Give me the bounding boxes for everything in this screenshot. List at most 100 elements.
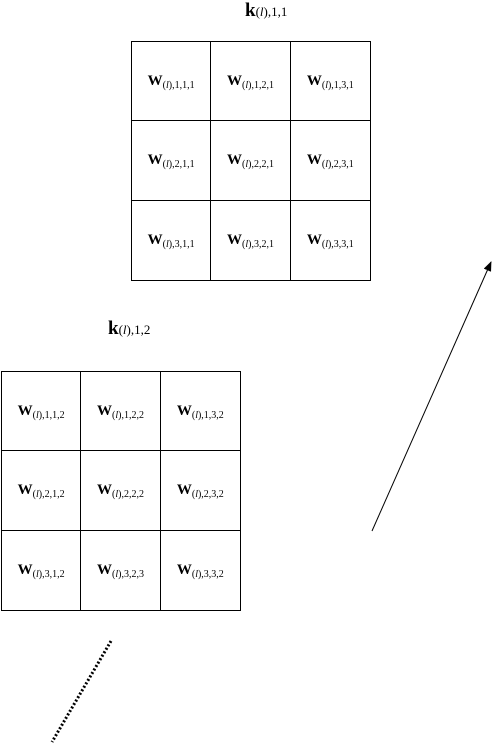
subscript-rest: ),2,3,1	[327, 158, 354, 170]
subscript-rest: ),3,2,3	[118, 568, 144, 580]
subscript-open: (	[112, 488, 116, 500]
subscript-open: (	[321, 238, 326, 250]
kernel-1-title-rest: ),1,1	[263, 4, 288, 19]
subscript-rest: ),1,3,1	[327, 79, 354, 91]
weight-subscript: (l),1,1,2	[33, 410, 65, 421]
subscript-open: (	[112, 568, 116, 580]
subscript-open: (	[32, 568, 37, 580]
weight-subscript: (l),1,2,1	[242, 80, 274, 91]
weight-subscript: (l),2,2,1	[242, 159, 274, 170]
weight-symbol: W	[97, 402, 112, 419]
kernel-1-cell: W(l),3,1,1	[132, 200, 212, 280]
weight-subscript: (l),2,1,2	[33, 489, 65, 500]
kernel-1-cell: W(l),2,2,1	[211, 121, 291, 201]
subscript-italic: l	[325, 238, 328, 250]
kernel-1-title-subscript: (l),1,1	[256, 4, 288, 19]
weight-symbol: W	[227, 231, 242, 248]
kernel-2-cell: W(l),2,2,2	[81, 451, 161, 531]
subscript-rest: ),1,2,1	[248, 79, 274, 91]
kernel-2-cell: W(l),1,1,2	[2, 372, 82, 452]
subscript-open: (	[112, 409, 116, 421]
weight-subscript: (l),1,3,1	[322, 80, 354, 91]
subscript-italic: l	[36, 488, 39, 500]
weight-symbol: W	[17, 481, 33, 498]
kernel-2-cell: W(l),2,1,2	[2, 451, 82, 531]
weight-symbol: W	[147, 151, 163, 168]
subscript-open: (	[242, 79, 246, 91]
subscript-open: (	[162, 79, 167, 91]
subscript-italic: l	[195, 488, 198, 500]
weight-subscript: (l),3,1,1	[163, 239, 195, 250]
subscript-rest: ),1,2,2	[118, 409, 144, 421]
weight-symbol: W	[176, 402, 192, 419]
subscript-rest: ),1,1,2	[38, 409, 65, 421]
kernel-2-title-subscript: (l),1,2	[119, 322, 151, 337]
kernel-1-cell: W(l),3,3,1	[291, 201, 370, 280]
subscript-rest: ),2,1,2	[38, 488, 65, 500]
weight-subscript: (l),2,2,2	[112, 489, 144, 500]
kernel-2-grid: W(l),1,1,2 W(l),1,2,2 W(l),1,3,2 W(l),2,…	[1, 371, 241, 611]
kernel-2-cell: W(l),3,3,2	[161, 531, 240, 610]
subscript-rest: ),1,1,1	[168, 79, 195, 91]
subscript-italic: l	[115, 488, 119, 500]
kernel-2-cell: W(l),1,3,2	[160, 372, 240, 452]
weight-symbol: W	[97, 561, 112, 578]
weight-symbol: W	[97, 481, 112, 498]
subscript-open: (	[242, 158, 246, 170]
kernel-1-cell: W(l),1,1,1	[132, 42, 212, 122]
weight-symbol: W	[176, 561, 192, 578]
weight-symbol: W	[306, 72, 322, 89]
subscript-italic: l	[245, 158, 249, 170]
weight-symbol: W	[147, 72, 163, 89]
kernel-1-cell: W(l),1,3,1	[290, 42, 370, 122]
weight-symbol: W	[176, 481, 192, 498]
subscript-rest: ),1,3,2	[197, 409, 224, 421]
subscript-open: (	[32, 409, 37, 421]
kernel-2-title: k(l),1,2	[108, 318, 150, 340]
kernel-2-cell: W(l),1,2,2	[81, 372, 161, 452]
subscript-open: (	[191, 568, 196, 580]
subscript-italic: l	[166, 238, 169, 250]
weight-symbol: W	[227, 72, 242, 89]
subscript-italic: l	[166, 158, 169, 170]
kernel-1-title-symbol: k	[245, 0, 256, 21]
weight-symbol: W	[306, 231, 322, 248]
subscript-open: (	[162, 158, 167, 170]
weight-subscript: (l),3,3,1	[322, 239, 354, 250]
weight-symbol: W	[17, 402, 33, 419]
subscript-rest: ),2,3,2	[197, 488, 224, 500]
subscript-rest: ),3,1,2	[38, 568, 65, 580]
subscript-rest: ),3,1,1	[168, 238, 195, 250]
kernel-2-title-rest: ),1,2	[126, 322, 151, 337]
subscript-italic: l	[195, 409, 198, 421]
weight-symbol: W	[306, 151, 322, 168]
kernel-1-title-italic: l	[259, 4, 264, 19]
arrow-line	[371, 261, 492, 532]
kernel-2-cell: W(l),2,3,2	[160, 451, 240, 531]
subscript-rest: ),3,2,1	[248, 238, 274, 250]
subscript-open: (	[191, 488, 196, 500]
kernel-1-cell: W(l),3,2,1	[211, 200, 291, 280]
subscript-rest: ),3,3,1	[327, 238, 354, 250]
kernel-1-title: k(l),1,1	[245, 0, 287, 22]
kernel-2-title-italic: l	[122, 322, 127, 337]
weight-subscript: (l),2,1,1	[163, 159, 195, 170]
subscript-italic: l	[36, 409, 39, 421]
weight-subscript: (l),2,3,2	[192, 489, 224, 500]
subscript-rest: ),3,3,2	[197, 568, 224, 580]
kernel-2-title-open: (	[118, 322, 123, 337]
weight-subscript: (l),3,2,1	[242, 239, 274, 250]
subscript-open: (	[321, 158, 326, 170]
subscript-italic: l	[195, 568, 198, 580]
subscript-italic: l	[166, 79, 169, 91]
dotted-line	[50, 640, 113, 743]
weight-subscript: (l),1,2,2	[112, 410, 144, 421]
subscript-italic: l	[115, 568, 119, 580]
kernel-2-title-symbol: k	[108, 318, 119, 339]
subscript-italic: l	[325, 79, 328, 91]
subscript-italic: l	[36, 568, 39, 580]
subscript-italic: l	[245, 79, 249, 91]
subscript-italic: l	[245, 238, 249, 250]
subscript-rest: ),2,2,1	[248, 158, 274, 170]
